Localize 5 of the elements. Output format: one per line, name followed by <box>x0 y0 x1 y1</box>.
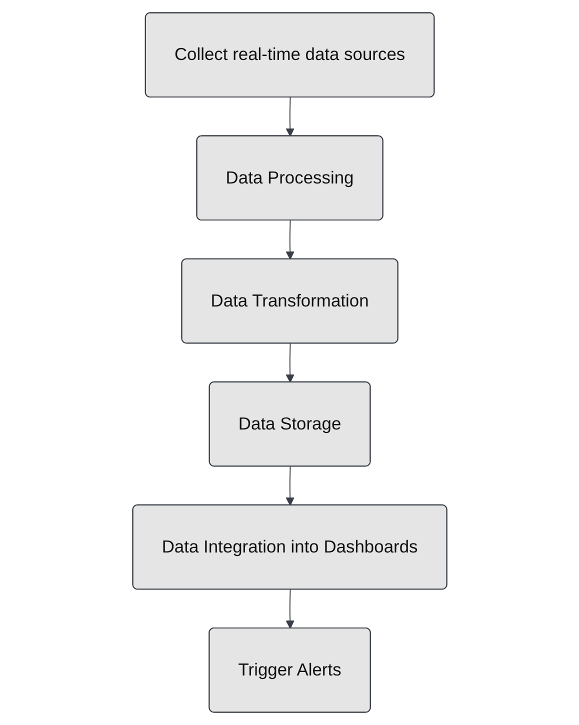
arrow <box>286 466 294 506</box>
arrow <box>286 589 294 629</box>
arrow <box>286 343 294 383</box>
arrow <box>286 220 294 260</box>
arrow <box>286 97 294 137</box>
